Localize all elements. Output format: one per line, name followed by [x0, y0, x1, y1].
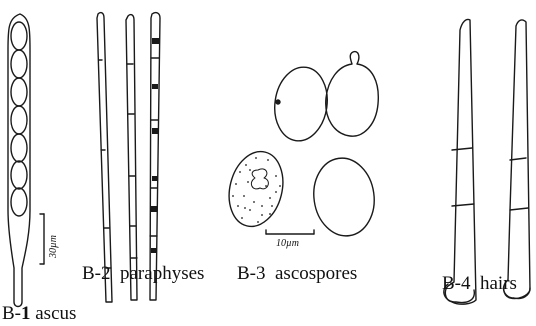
panel-label-b1: B-1 ascus — [2, 304, 76, 323]
panel-label-b1-number: 1 — [21, 303, 31, 324]
panel-label-b2: B-2 paraphyses — [82, 264, 204, 283]
panel-label-b3: B-3 ascospores — [237, 264, 357, 283]
panel-label-b1-name: ascus — [31, 303, 77, 324]
ascus-scale-label: 30µm — [48, 235, 59, 259]
ascus-drawing — [8, 14, 44, 307]
panel-label-b4: B-4 hairs — [442, 274, 517, 293]
hairs-drawing — [444, 19, 530, 304]
paraphyses-drawing — [97, 13, 160, 302]
panel-label-b1-prefix: B- — [2, 303, 21, 324]
ascospores-drawing — [222, 52, 380, 240]
ascospores-scale-label: 10µm — [276, 238, 299, 249]
